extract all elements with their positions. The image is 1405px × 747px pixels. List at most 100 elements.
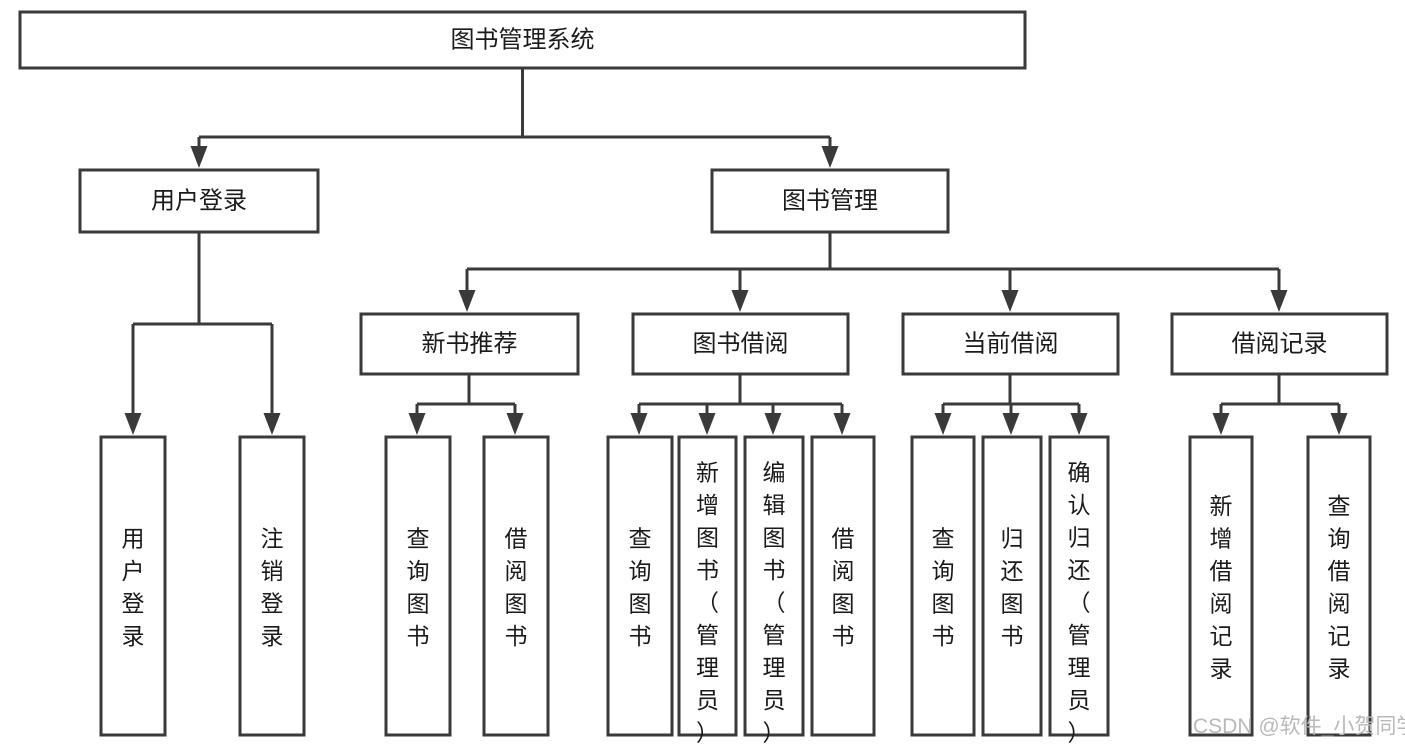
label-char: 员 xyxy=(696,687,719,713)
node-rec-query-record[interactable]: 查询借阅记录 xyxy=(1306,435,1372,737)
arrow-login-do-icon xyxy=(124,413,142,435)
label-char: 查 xyxy=(1328,493,1351,519)
arrow-logout-do-icon xyxy=(263,413,281,435)
node-box-borrow-record[interactable] xyxy=(1170,312,1389,376)
node-box-book-manage[interactable] xyxy=(710,168,950,234)
node-label-book-borrow: 图书借阅 xyxy=(693,330,789,357)
node-cur-return-book[interactable]: 归还图书 xyxy=(981,435,1043,737)
node-box-book-borrow[interactable] xyxy=(631,312,850,376)
label-char: 书 xyxy=(763,557,786,583)
node-book-manage[interactable]: 图书管理 xyxy=(710,168,950,234)
arrow-book-manage-icon xyxy=(821,146,839,168)
node-rec-add-record[interactable]: 新增借阅记录 xyxy=(1188,435,1254,737)
node-label-root: 图书管理系统 xyxy=(451,26,595,53)
node-box-root[interactable] xyxy=(18,10,1027,70)
diagram-nodes-group: 图书管理系统用户登录用户登录注销登录图书管理新书推荐查询图书借阅图书图书借阅查询… xyxy=(18,10,1389,745)
label-char: 认 xyxy=(1068,492,1091,518)
node-label-rec-borrow-book: 借阅图书 xyxy=(505,525,528,649)
node-box-cur-return-book[interactable] xyxy=(981,435,1043,737)
node-rec-query-book[interactable]: 查询图书 xyxy=(384,435,452,737)
node-root[interactable]: 图书管理系统 xyxy=(18,10,1027,70)
label-char: 询 xyxy=(932,558,955,584)
label-char: 询 xyxy=(407,558,430,584)
node-box-cur-query-book[interactable] xyxy=(910,435,976,737)
label-char: 还 xyxy=(1068,557,1091,583)
label-char: 理 xyxy=(1068,654,1091,680)
label-char: 书 xyxy=(696,557,719,583)
label-char: 理 xyxy=(763,654,786,680)
node-label-rec-query-record: 查询借阅记录 xyxy=(1328,493,1351,682)
node-box-rec-query-book[interactable] xyxy=(384,435,452,737)
node-label-logout-do: 注销登录 xyxy=(261,525,284,649)
label-char: 登 xyxy=(122,590,145,616)
node-rec-borrow-book[interactable]: 借阅图书 xyxy=(482,435,550,737)
node-label-cur-return-book: 归还图书 xyxy=(1001,525,1024,649)
node-new-book-recommend[interactable]: 新书推荐 xyxy=(359,312,580,376)
node-label-borrow-query-book: 查询图书 xyxy=(629,525,652,649)
node-box-borrow-edit-book[interactable] xyxy=(743,435,805,737)
label-char: 增 xyxy=(1210,525,1233,551)
label-char: ） xyxy=(696,719,719,745)
label-char: 记 xyxy=(1328,623,1351,649)
node-box-rec-query-record[interactable] xyxy=(1306,435,1372,737)
label-char: 借 xyxy=(505,525,528,551)
node-label-book-manage: 图书管理 xyxy=(782,187,878,214)
node-box-current-borrow[interactable] xyxy=(901,312,1120,376)
arrow-rec-borrow-icon xyxy=(506,413,524,435)
node-box-user-login[interactable] xyxy=(78,168,320,234)
node-box-new-book-recommend[interactable] xyxy=(359,312,580,376)
node-label-new-book-recommend: 新书推荐 xyxy=(422,330,518,357)
node-label-cur-query-book: 查询图书 xyxy=(932,525,955,649)
node-user-login[interactable]: 用户登录 xyxy=(78,168,320,234)
label-char: 图 xyxy=(505,590,528,616)
label-char: 户 xyxy=(122,558,145,584)
label-char: 书 xyxy=(505,623,528,649)
node-box-borrow-add-book[interactable] xyxy=(677,435,738,737)
node-book-borrow[interactable]: 图书借阅 xyxy=(631,312,850,376)
node-label-borrow-edit-book: 编辑图书（管理员） xyxy=(763,459,786,745)
label-char: 员 xyxy=(1068,687,1091,713)
label-char: 查 xyxy=(629,525,652,551)
label-char: 辑 xyxy=(763,492,786,518)
label-char: 询 xyxy=(1328,525,1351,551)
label-char: （ xyxy=(763,589,786,615)
label-char: 确 xyxy=(1068,459,1091,485)
node-borrow-do-book[interactable]: 借阅图书 xyxy=(810,435,876,737)
node-box-login-do[interactable] xyxy=(99,435,167,737)
label-char: 阅 xyxy=(832,558,855,584)
label-char: 录 xyxy=(122,623,145,649)
node-cur-confirm-return[interactable]: 确认归还（管理员） xyxy=(1048,435,1110,745)
label-char: （ xyxy=(696,589,719,615)
label-char: 借 xyxy=(1328,558,1351,584)
label-char: 还 xyxy=(1001,558,1024,584)
label-char: 查 xyxy=(932,525,955,551)
label-char: 书 xyxy=(932,623,955,649)
label-char: 图 xyxy=(696,524,719,550)
node-borrow-add-book[interactable]: 新增图书（管理员） xyxy=(677,435,738,745)
node-box-rec-borrow-book[interactable] xyxy=(482,435,550,737)
arrow-borrow-add-icon xyxy=(698,413,716,435)
node-box-borrow-query-book[interactable] xyxy=(606,435,674,737)
label-char: 录 xyxy=(261,623,284,649)
label-char: 注 xyxy=(261,525,284,551)
node-borrow-query-book[interactable]: 查询图书 xyxy=(606,435,674,737)
node-cur-query-book[interactable]: 查询图书 xyxy=(910,435,976,737)
node-box-cur-confirm-return[interactable] xyxy=(1048,435,1110,737)
node-current-borrow[interactable]: 当前借阅 xyxy=(901,312,1120,376)
node-borrow-record[interactable]: 借阅记录 xyxy=(1170,312,1389,376)
arrow-borrow-icon xyxy=(731,290,749,312)
node-label-borrow-do-book: 借阅图书 xyxy=(832,525,855,649)
node-box-rec-add-record[interactable] xyxy=(1188,435,1254,737)
node-box-borrow-do-book[interactable] xyxy=(810,435,876,737)
label-char: 登 xyxy=(261,590,284,616)
label-char: 管 xyxy=(696,622,719,648)
label-char: 归 xyxy=(1068,524,1091,550)
label-char: 图 xyxy=(1001,590,1024,616)
node-borrow-edit-book[interactable]: 编辑图书（管理员） xyxy=(743,435,805,745)
node-box-logout-do[interactable] xyxy=(238,435,306,737)
label-char: 销 xyxy=(261,558,284,584)
node-logout-do[interactable]: 注销登录 xyxy=(238,435,306,737)
node-login-do[interactable]: 用户登录 xyxy=(99,435,167,737)
arrow-record-icon xyxy=(1270,290,1288,312)
